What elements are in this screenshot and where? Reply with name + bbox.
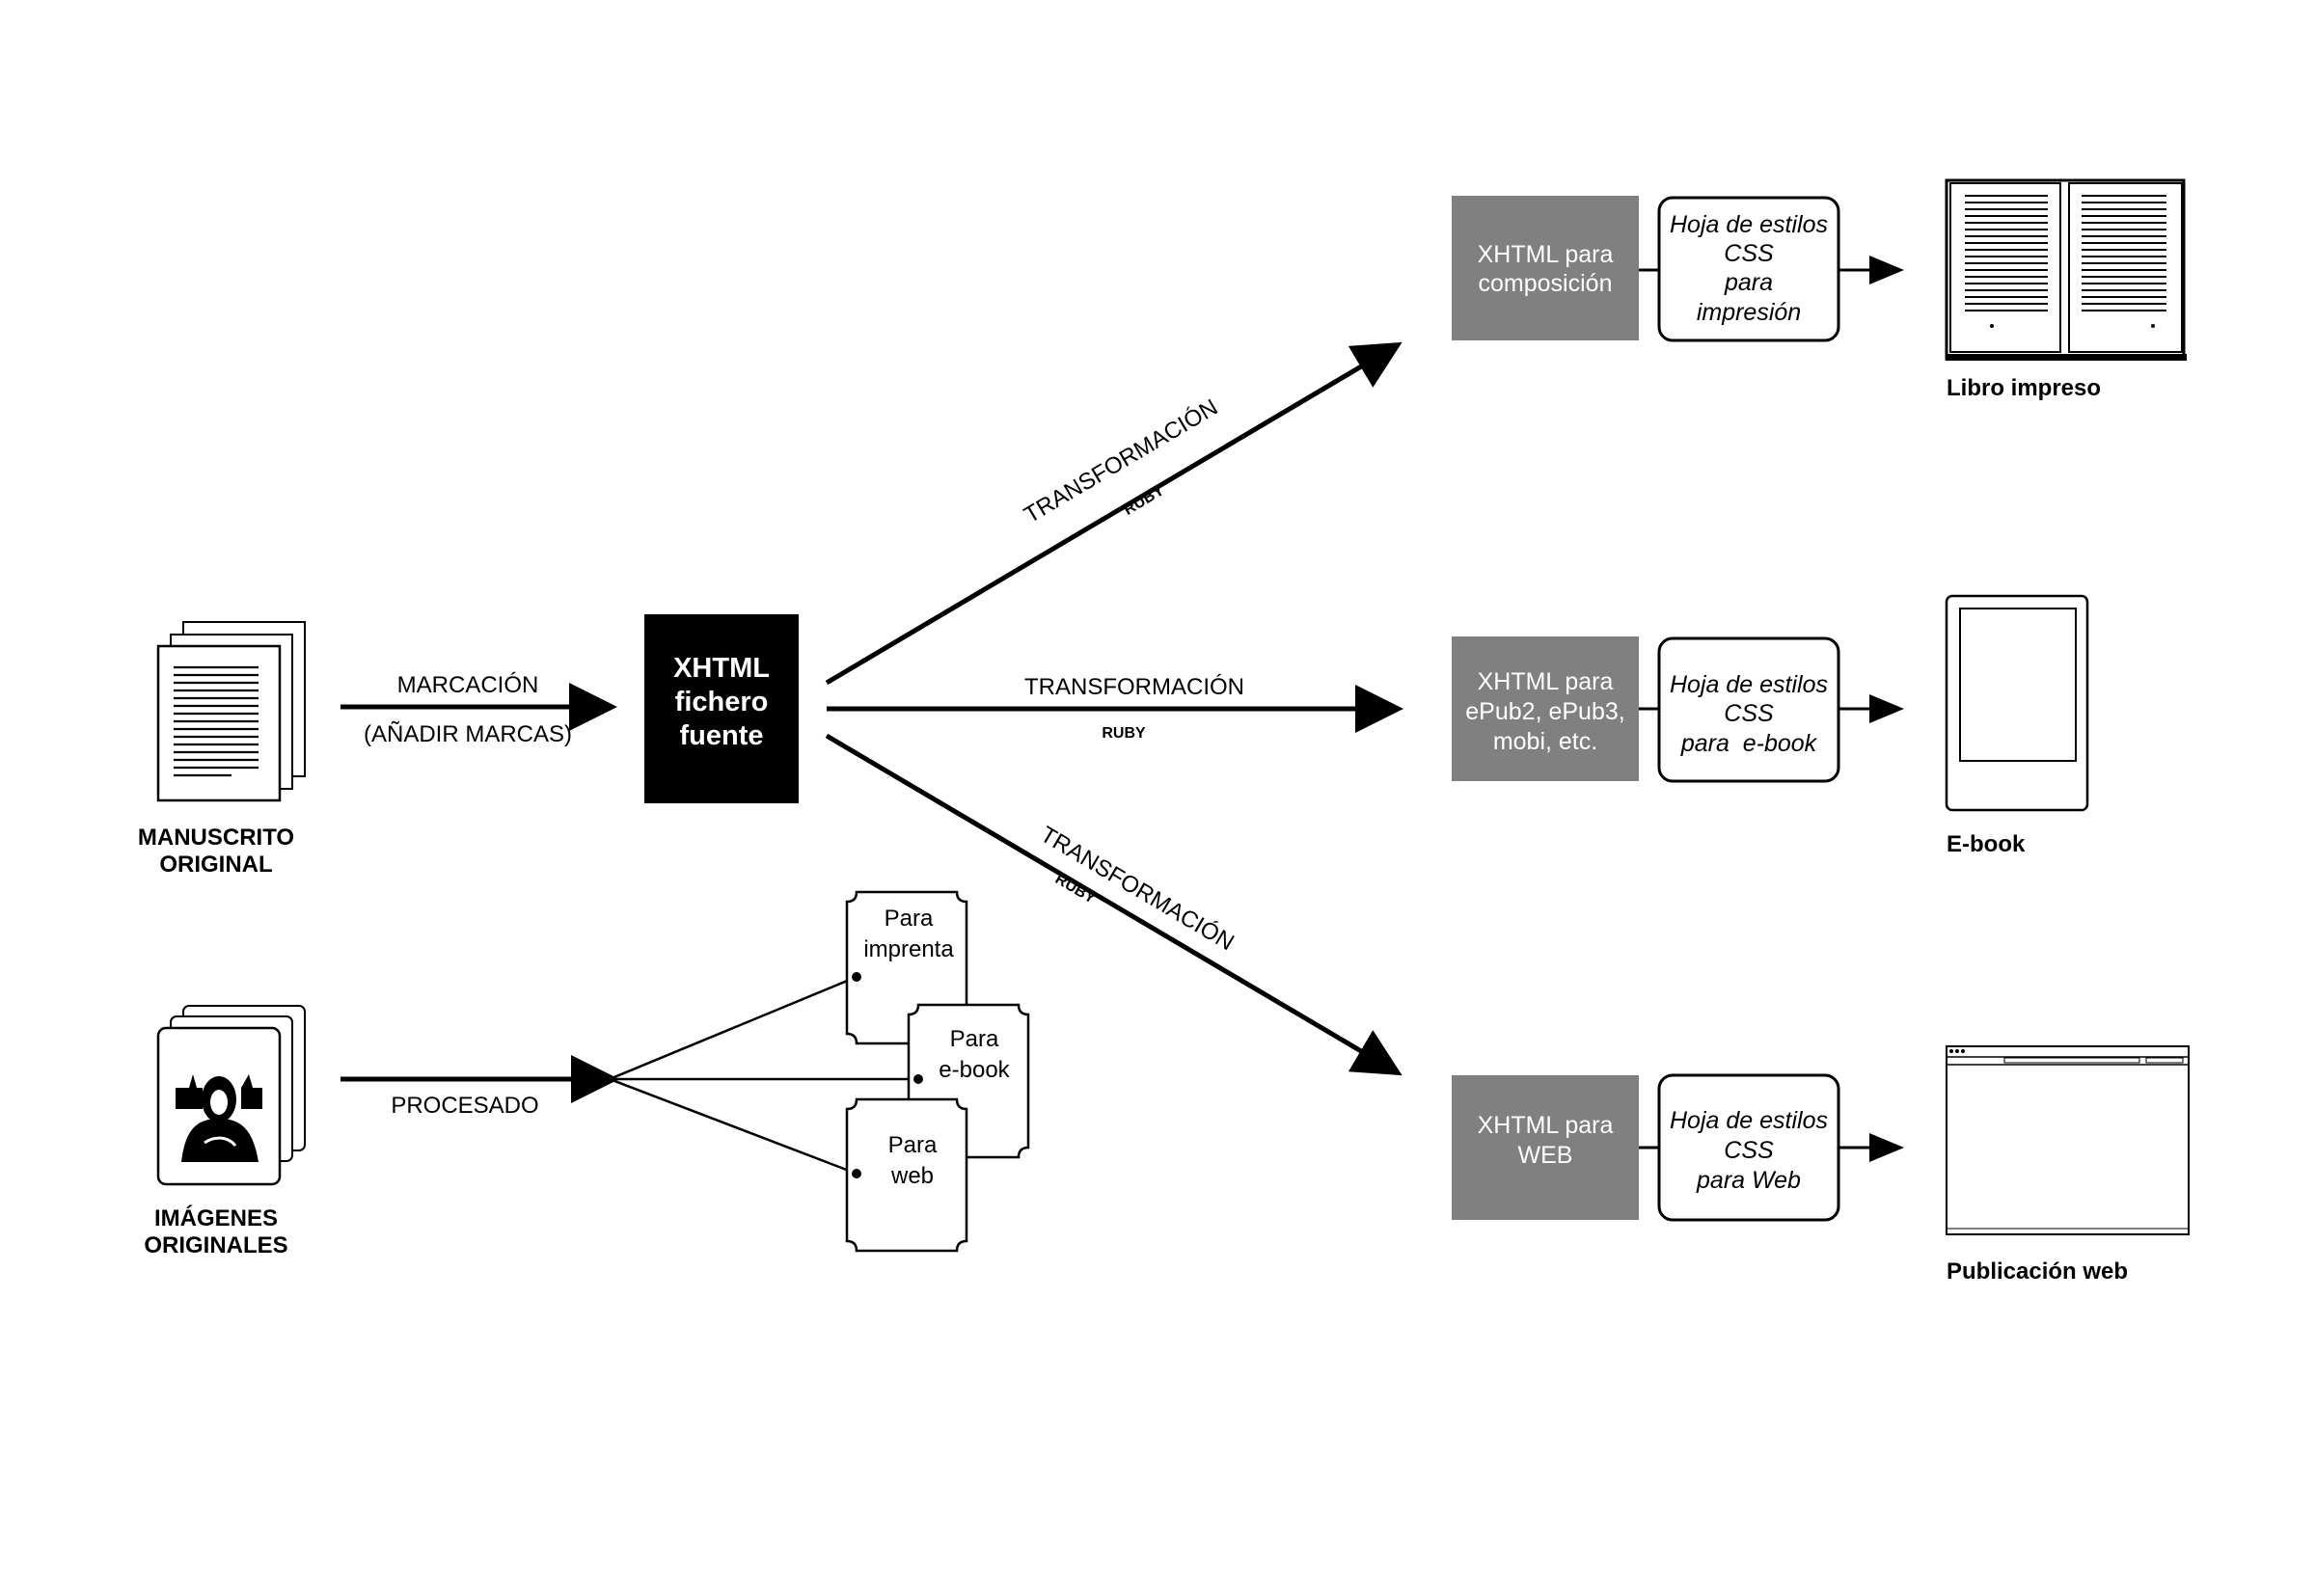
image-output-print-line2: imprenta (863, 936, 954, 962)
ebook-reader-icon (1945, 594, 2089, 812)
image-output-ebook-line1: Para (950, 1026, 999, 1052)
browser-window-icon (1946, 1045, 2190, 1235)
transform-arrow-print (825, 341, 1403, 686)
xhtml-web-box (1452, 1075, 1639, 1220)
css-ebook-line2: CSS (1724, 700, 1774, 727)
xhtml-ebook-line3: mobi, etc. (1493, 728, 1597, 755)
transform-mid-label: TRANSFORMACIÓN (1024, 674, 1244, 700)
output-label-print: Libro impreso (1947, 375, 2101, 401)
images-label-line2: ORIGINALES (144, 1232, 287, 1258)
output-label-web: Publicación web (1947, 1258, 2128, 1285)
image-output-web: Para web (845, 1097, 968, 1253)
manuscript-label-line2: ORIGINAL (159, 852, 272, 878)
fan-endpoint-dots (852, 972, 923, 1178)
source-box-line1: XHTML (673, 653, 770, 684)
xhtml-print-box (1452, 196, 1639, 340)
processing-label: PROCESADO (391, 1093, 538, 1119)
portrait-icon (176, 1074, 262, 1162)
open-book-icon (1945, 178, 2187, 361)
xhtml-ebook-line2: ePub2, ePub3, (1465, 698, 1624, 725)
css-print-line4: impresión (1697, 299, 1801, 326)
markup-label: MARCACIÓN (397, 672, 539, 698)
source-box-line2: fichero (675, 687, 769, 717)
source-box-line3: fuente (680, 720, 764, 751)
transform-mid-sublabel: RUBY (1102, 725, 1146, 742)
xhtml-ebook-box (1452, 636, 1639, 781)
manuscript-stack-icon (156, 621, 306, 802)
xhtml-web-line2: WEB (1518, 1142, 1573, 1169)
xhtml-source-box (644, 614, 799, 803)
markup-sublabel: (AÑADIR MARCAS) (364, 721, 572, 747)
transform-top-sublabel: RUBY (1121, 482, 1167, 519)
images-label-line1: IMÁGENES (154, 1204, 278, 1231)
xhtml-ebook-line1: XHTML para (1478, 668, 1614, 695)
image-output-print-line1: Para (885, 906, 934, 932)
css-print-line3: para (1724, 269, 1773, 296)
css-print-line1: Hoja de estilos (1670, 211, 1828, 238)
image-output-ebook-line2: e-book (939, 1057, 1010, 1083)
css-web-line1: Hoja de estilos (1670, 1107, 1828, 1134)
css-web-line2: CSS (1724, 1137, 1774, 1164)
manuscript-label-line1: MANUSCRITO (138, 825, 294, 851)
image-output-web-line1: Para (888, 1132, 938, 1158)
image-output-web-line2: web (890, 1163, 934, 1189)
css-print-line2: CSS (1724, 240, 1774, 267)
xhtml-print-line1: XHTML para (1478, 241, 1614, 268)
image-fan-lines (609, 975, 918, 1176)
css-web-line3: para Web (1696, 1167, 1801, 1194)
image-stack-icon (156, 1005, 306, 1186)
css-ebook-line3: para e-book (1680, 730, 1818, 757)
transform-arrow-web (825, 733, 1403, 1076)
css-ebook-line1: Hoja de estilos (1670, 671, 1828, 698)
xhtml-web-line1: XHTML para (1478, 1112, 1614, 1139)
xhtml-print-line2: composición (1479, 270, 1613, 297)
output-label-ebook: E-book (1947, 831, 2026, 857)
